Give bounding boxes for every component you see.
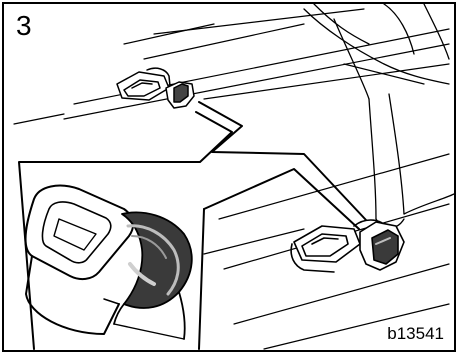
upper-buckle-pair [117,68,194,108]
enlarged-buckle [25,186,191,339]
lower-buckle-pair [291,220,404,272]
figure-code: b13541 [387,324,444,344]
instruction-figure: 3 b13541 [2,2,456,352]
seat-belt-buckle-illustration [4,4,454,350]
floor-lines [14,9,449,349]
seat-cushion [304,4,454,228]
step-number: 3 [16,10,32,42]
